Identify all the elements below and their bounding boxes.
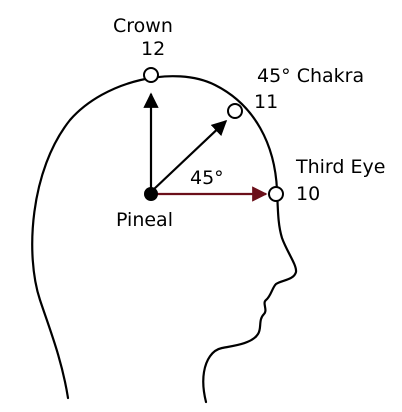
crown-marker xyxy=(144,68,158,82)
pineal-label: Pineal xyxy=(116,209,173,231)
chakra-45-label: 45° Chakra xyxy=(257,65,364,87)
chakra-45-marker xyxy=(228,104,242,118)
third-eye-marker xyxy=(269,187,283,201)
pineal-dot xyxy=(144,187,158,201)
crown-number: 12 xyxy=(141,38,165,60)
third-eye-number: 10 xyxy=(296,183,320,205)
crown-label: Crown xyxy=(113,15,173,37)
third-eye-label: Third Eye xyxy=(295,156,385,178)
angle-label: 45° xyxy=(190,167,224,189)
chakra-45-number: 11 xyxy=(254,91,278,113)
head-outline xyxy=(32,76,296,402)
